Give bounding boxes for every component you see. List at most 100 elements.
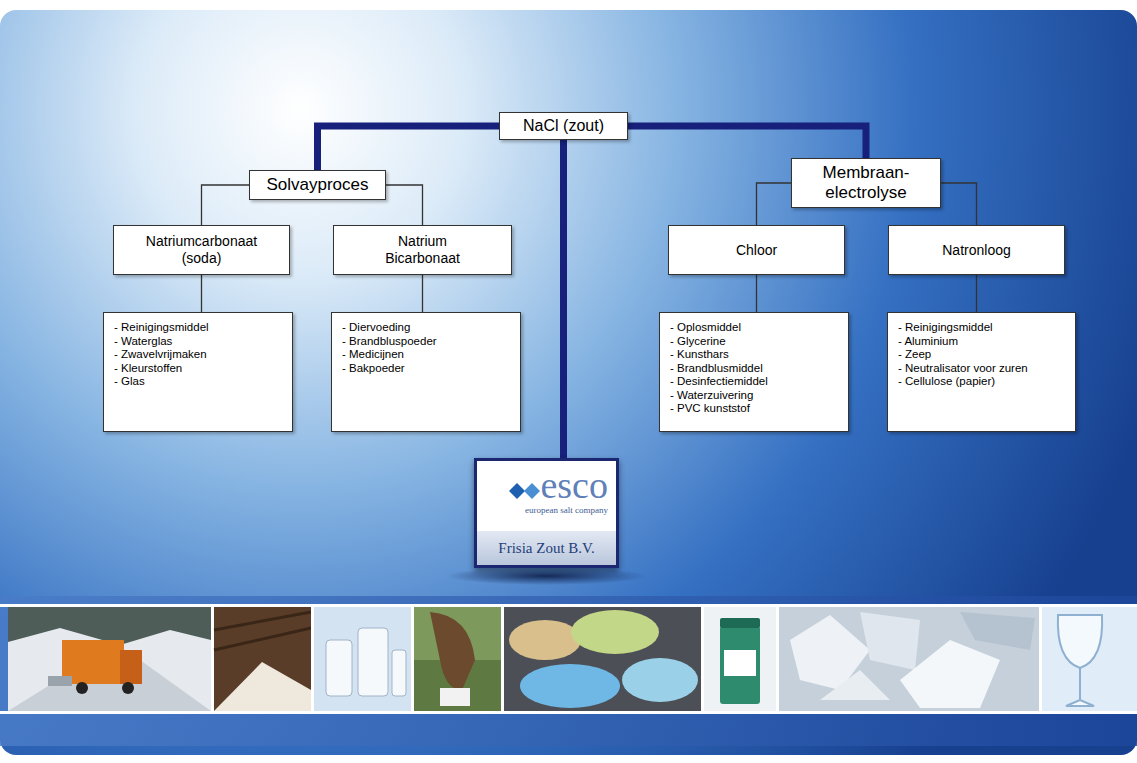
photo-wine-glass: [1042, 607, 1137, 711]
list-item: - Diervoeding: [342, 321, 510, 335]
connector-line: [976, 275, 977, 312]
product-box: Natrium Bicarbonaat: [333, 225, 512, 275]
connector-line: [756, 275, 757, 312]
logo-diamond: [509, 483, 525, 499]
connector-line: [422, 275, 423, 312]
photo-crystal: [900, 640, 1000, 708]
photo-separator: [1039, 607, 1042, 711]
photo-separator: [776, 607, 779, 711]
photo-trees: [8, 607, 211, 645]
photo-horse: [414, 607, 501, 711]
box-label: Natronloog: [938, 242, 1015, 259]
main-connector: [560, 140, 567, 458]
main-connector: [318, 126, 500, 170]
strip-border: [0, 604, 1137, 607]
photo-ground: [414, 607, 501, 711]
photo-separator: [211, 607, 214, 711]
list-item: - Medicijnen: [342, 348, 510, 362]
bottom-band: [0, 596, 1137, 746]
photo-ground: [704, 607, 776, 711]
photo-snowplow: [8, 607, 211, 711]
photo-separator: [411, 607, 414, 711]
photo-salt-block: [440, 688, 470, 706]
box-label: Chloor: [732, 242, 781, 259]
photo-powder: [571, 610, 659, 654]
product-box: Natriumcarbonaat (soda): [113, 225, 290, 275]
connector-line: [941, 183, 977, 225]
process-box: Membraan- electrolyse: [791, 158, 941, 208]
application-list: - Diervoeding- Brandbluspoeder- Medicijn…: [331, 312, 521, 432]
photo-bottle: [326, 640, 352, 696]
photo-container: [720, 626, 760, 704]
list-item: - Glas: [114, 375, 282, 389]
logo-shadow: [446, 567, 646, 585]
strip-border: [0, 711, 1137, 714]
logo-box: escoeuropean salt companyFrisia Zout B.V…: [474, 458, 619, 568]
product-box: Chloor: [668, 225, 845, 275]
list-item: - Neutralisator voor zuren: [898, 362, 1065, 376]
photo-truck-cab: [120, 650, 142, 684]
list-item: - Reinigingsmiddel: [898, 321, 1065, 335]
photo-plow: [48, 676, 72, 686]
logo-company: Frisia Zout B.V.: [477, 531, 616, 565]
list-item: - Waterzuivering: [670, 389, 838, 403]
box-label: Natriumcarbonaat (soda): [138, 233, 266, 267]
photo-crystal: [960, 612, 1035, 650]
list-item: - Zwavelvrijmaken: [114, 348, 282, 362]
list-item: - Oplosmiddel: [670, 321, 838, 335]
photo-separator: [311, 607, 314, 711]
list-item: - Zeep: [898, 348, 1065, 362]
box-label: NaCl (zout): [500, 116, 627, 135]
photo-ground: [8, 607, 211, 711]
process-box: Solvayproces: [249, 170, 386, 200]
list-item: - PVC kunststof: [670, 402, 838, 416]
photo-rafter: [214, 612, 311, 630]
photo-powder: [622, 658, 698, 702]
photo-glass: [1058, 615, 1102, 706]
photo-lid: [720, 618, 760, 628]
photo-crystal: [860, 612, 920, 670]
list-item: - Cellulose (papier): [898, 375, 1065, 389]
photo-ground: [504, 607, 701, 711]
main-connector: [628, 126, 866, 158]
photo-separator: [501, 607, 504, 711]
photo-powder: [509, 620, 581, 660]
list-item: - Waterglas: [114, 335, 282, 349]
photo-horse-head: [430, 612, 475, 690]
list-item: - Brandblusmiddel: [670, 362, 838, 376]
photo-bottles: [314, 607, 411, 711]
photo-ground: [1042, 607, 1137, 711]
list-item: - Glycerine: [670, 335, 838, 349]
photo-separator: [701, 607, 704, 711]
logo-wordmark: esco: [477, 461, 616, 505]
box-label: Natrium Bicarbonaat: [359, 233, 487, 267]
photo-powders: [504, 607, 701, 711]
list-item: - Brandbluspoeder: [342, 335, 510, 349]
photo-salt-pile: [214, 662, 311, 711]
connector-line: [202, 185, 250, 225]
photo-ground: [314, 607, 411, 711]
application-list: - Reinigingsmiddel- Waterglas- Zwavelvri…: [103, 312, 293, 432]
photo-crystal: [820, 670, 890, 700]
photo-ground: [779, 607, 1040, 711]
photo-crystals: [779, 607, 1040, 711]
application-list: - Oplosmiddel- Glycerine- Kunsthars- Bra…: [659, 312, 849, 432]
list-item: - Bakpoeder: [342, 362, 510, 376]
connector-line: [201, 275, 202, 312]
application-list: - Reinigingsmiddel- Aluminium- Zeep- Neu…: [887, 312, 1076, 432]
process-box: NaCl (zout): [499, 112, 628, 140]
list-item: - Desinfectiemiddel: [670, 375, 838, 389]
photo-rafter: [214, 628, 311, 650]
photo-powder: [520, 664, 620, 708]
photo-salt-container: [704, 607, 776, 711]
photo-salt-storage: [214, 607, 311, 711]
photo-bottle: [358, 628, 388, 696]
logo-diamond: [524, 483, 540, 499]
product-box: Natronloog: [888, 225, 1065, 275]
list-item: - Reinigingsmiddel: [114, 321, 282, 335]
list-item: - Aluminium: [898, 335, 1065, 349]
photo-ground: [214, 607, 311, 711]
box-label: Membraan- electrolyse: [792, 163, 940, 204]
